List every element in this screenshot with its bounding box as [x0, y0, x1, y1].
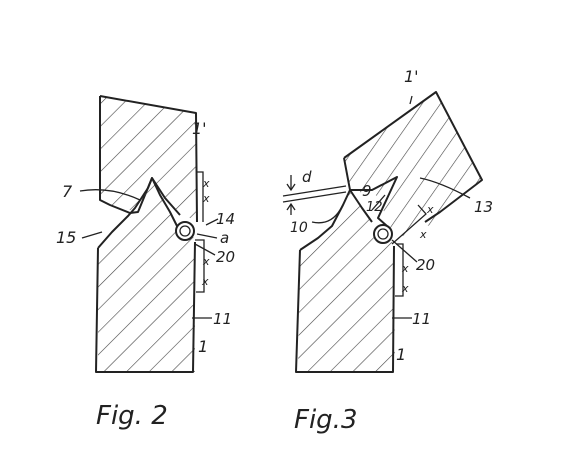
fig2-hinge-ring: [175, 221, 195, 241]
fig2-caption: Fig. 2: [96, 401, 168, 431]
fig2-label-1: 1: [198, 337, 208, 356]
fig3-caption: Fig.3: [294, 405, 358, 435]
fig2-x-mark-2: x: [202, 192, 210, 205]
fig3-label-20: 20: [416, 256, 435, 274]
figure-2: x x x x 1' 7 15 14 a 20 11 1 Fig. 2: [56, 95, 235, 431]
fig3-label-1: 1: [396, 345, 406, 364]
fig2-label-11: 11: [213, 310, 232, 328]
fig2-label-1prime: 1': [192, 119, 207, 138]
fig2-label-14: 14: [216, 210, 235, 228]
fig2-label-20: 20: [216, 248, 235, 266]
fig3-label-12: 12: [366, 200, 383, 215]
fig3-lower-part: [298, 190, 395, 372]
fig2-x-mark-3: x: [202, 255, 210, 268]
fig2-label-15: 15: [56, 228, 76, 247]
fig2-x-mark-4: x: [201, 275, 209, 288]
fig2-label-a: a: [220, 229, 229, 247]
fig3-label-1prime: 1': [404, 67, 419, 86]
fig2-lower-part: [98, 178, 195, 372]
fig2-label-7: 7: [62, 182, 73, 201]
fig3-label-9: 9: [362, 182, 372, 200]
fig3-label-d: d: [302, 168, 312, 186]
fig2-x-mark-1: x: [202, 177, 210, 190]
fig3-label-10: 10: [290, 220, 308, 236]
fig3-x-mark-3: x: [401, 262, 409, 275]
figure-3: x x x x 1' d 9 12 10 13 20 11 1 Fig.3: [282, 67, 493, 435]
fig3-label-13: 13: [474, 198, 493, 216]
fig3-x-mark-4: x: [401, 282, 409, 295]
fig3-x-mark-2: x: [419, 228, 427, 241]
fig3-upper-part: [344, 92, 482, 237]
fig2-upper-part: [100, 96, 197, 222]
fig3-hinge-ring: [373, 224, 393, 244]
fig3-label-11: 11: [412, 310, 431, 328]
fig3-x-mark-1: x: [426, 203, 434, 216]
